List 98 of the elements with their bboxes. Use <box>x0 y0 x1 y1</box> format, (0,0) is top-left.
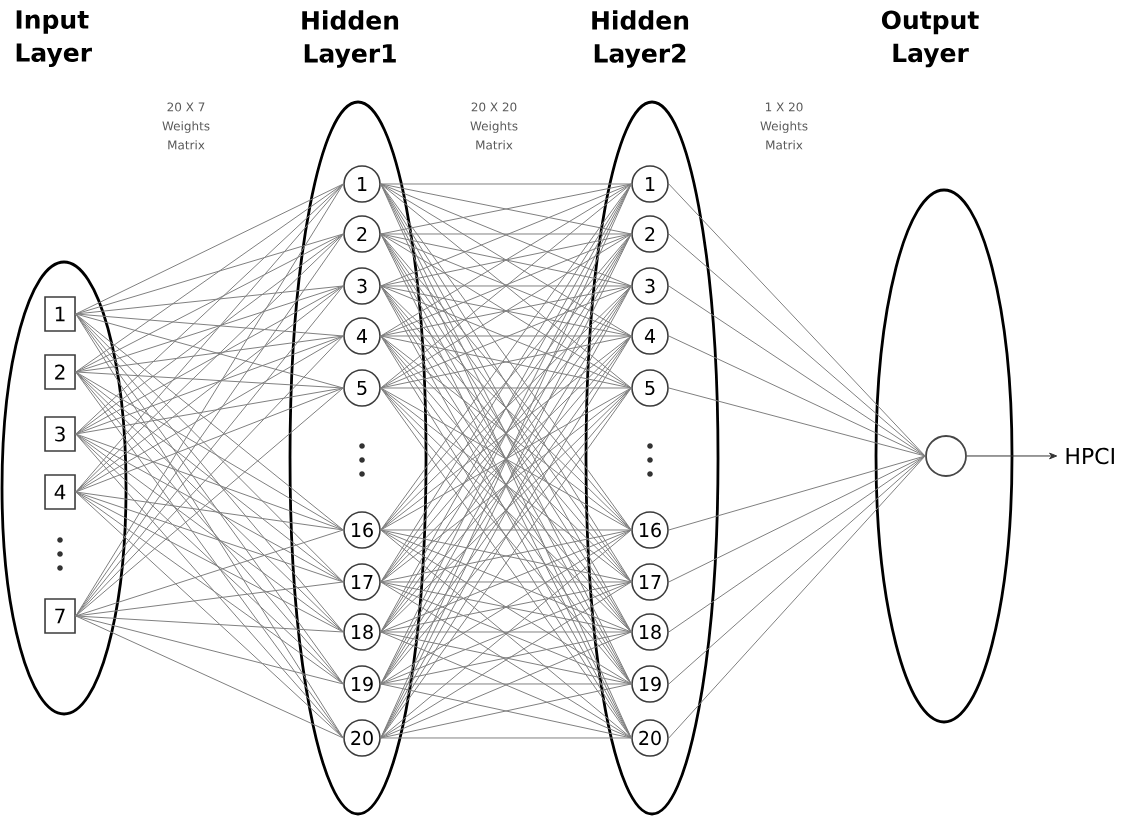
crossing-lines <box>380 285 632 337</box>
connection-line <box>75 387 344 435</box>
connection-line <box>668 455 926 633</box>
connection-line <box>668 455 926 685</box>
connection-line <box>668 387 926 457</box>
connection-line <box>75 233 344 315</box>
crossing-lines <box>380 529 632 685</box>
connection-line <box>75 615 344 633</box>
input-box: 4 <box>44 474 76 510</box>
connection-line <box>75 433 344 531</box>
crossing-lines <box>380 285 632 531</box>
crossing-lines <box>380 285 632 389</box>
connection-line <box>75 183 344 435</box>
connection-line <box>75 371 344 389</box>
connection-line <box>75 433 344 633</box>
connection-line <box>380 737 632 739</box>
connection-line <box>75 371 344 583</box>
connection-line <box>75 313 344 337</box>
connection-line <box>380 387 632 389</box>
crossing-lines <box>380 529 632 633</box>
connection-line <box>380 683 632 685</box>
crossing-lines <box>380 631 632 685</box>
connection-line <box>75 285 344 493</box>
connection-line <box>668 183 926 457</box>
connection-line <box>75 433 344 583</box>
connection-line <box>380 581 632 583</box>
connection-line <box>380 183 632 185</box>
connection-line <box>668 335 926 457</box>
crossing-lines <box>380 581 632 685</box>
connection-line <box>75 581 344 617</box>
layer-heading: Hidden Layer1 <box>302 10 399 68</box>
connection-line <box>75 433 344 739</box>
neuron-circle <box>925 435 967 477</box>
crossing-lines <box>380 335 632 583</box>
crossing-lines <box>380 233 632 337</box>
connection-line <box>75 285 344 315</box>
connection-line <box>75 387 344 493</box>
layer-heading: Input Layer <box>16 10 92 67</box>
crossing-lines <box>380 233 632 389</box>
connection-line <box>380 233 632 235</box>
connection-line <box>75 183 344 493</box>
input-box: 7 <box>44 598 76 634</box>
crossing-lines <box>380 183 632 287</box>
connection-line <box>75 285 344 435</box>
connection-line <box>75 491 344 633</box>
connection-line <box>75 335 344 373</box>
output-label: HPCI <box>1066 447 1114 465</box>
connection-line <box>75 183 344 373</box>
connection-line <box>75 529 344 617</box>
crossing-lines <box>380 183 632 337</box>
input-box: 3 <box>44 416 76 452</box>
connection-line <box>75 335 344 493</box>
crossing-lines <box>380 631 632 739</box>
crossing-lines <box>380 683 632 739</box>
connection-line <box>75 183 344 315</box>
crossing-lines <box>380 529 632 583</box>
layer-ellipse <box>0 260 128 716</box>
connection-line <box>668 455 926 583</box>
connection-line <box>668 455 926 531</box>
connection-line <box>75 313 344 531</box>
connection-line <box>75 433 344 685</box>
connection-line <box>380 285 632 287</box>
layer-heading: Output Layer <box>881 10 979 68</box>
crossing-lines <box>380 233 632 287</box>
connection-line <box>75 491 344 531</box>
crossing-lines <box>380 529 632 739</box>
crossing-lines <box>380 183 632 389</box>
connection-line <box>75 313 344 583</box>
crossing-lines <box>380 387 632 633</box>
connection-line <box>75 371 344 531</box>
connection-line <box>75 233 344 435</box>
connection-line <box>380 335 632 337</box>
connection-line <box>75 313 344 389</box>
crossing-lines <box>380 335 632 389</box>
connection-line <box>380 529 632 531</box>
connection-line <box>668 285 926 457</box>
connection-line <box>380 631 632 633</box>
crossing-lines <box>380 387 632 531</box>
crossing-lines <box>380 183 632 235</box>
connection-line <box>75 233 344 493</box>
connection-line <box>75 491 344 685</box>
connection-line <box>75 615 344 739</box>
input-box: 2 <box>44 354 76 390</box>
crossing-lines <box>380 581 632 633</box>
connection-line <box>75 491 344 739</box>
connection-line <box>75 615 344 685</box>
connection-line <box>75 335 344 435</box>
connection-line <box>668 455 926 739</box>
connection-line <box>668 233 926 457</box>
input-box: 1 <box>44 296 76 332</box>
crossing-lines <box>380 581 632 739</box>
connection-line <box>75 491 344 583</box>
crossing-lines <box>380 387 632 583</box>
connection-line <box>966 452 1058 460</box>
connection-line <box>75 285 344 373</box>
crossing-lines <box>380 335 632 531</box>
connection-line <box>75 233 344 373</box>
layer-heading: Hidden Layer2 <box>592 10 689 68</box>
